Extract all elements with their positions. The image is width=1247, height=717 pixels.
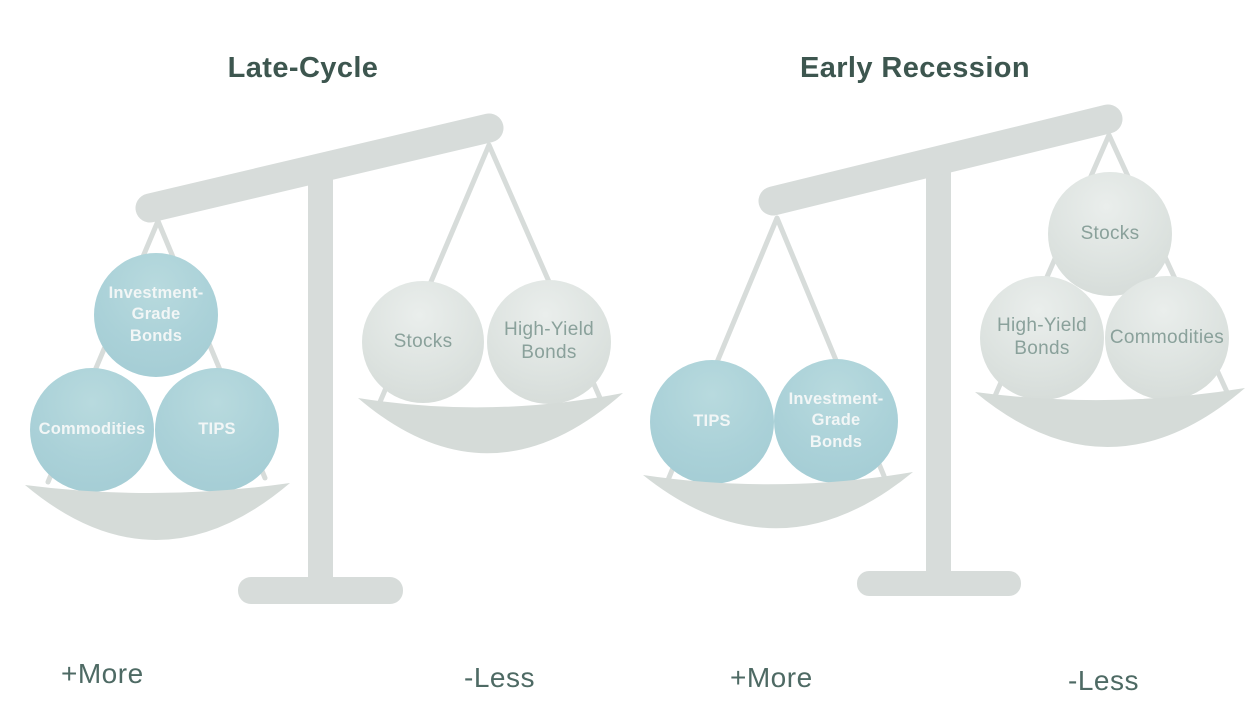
ball-label: High-Yield Bonds (997, 315, 1087, 359)
scale-beam (135, 113, 504, 223)
ball-commodities: Commodities (1105, 276, 1229, 400)
ball-tips: TIPS (650, 360, 774, 484)
scale-base (857, 571, 1021, 596)
early-recession-more-label: +More (730, 662, 813, 693)
scale-base (238, 577, 403, 604)
late-cycle-more-label: +More (61, 658, 144, 689)
late-cycle-less-label: -Less (464, 662, 535, 693)
ball-high-yield-bonds: High-Yield Bonds (980, 276, 1104, 400)
ball-tips: TIPS (155, 368, 279, 492)
ball-label: Investment- Grade Bonds (788, 389, 884, 451)
late-cycle-title: Late-Cycle (227, 52, 379, 84)
ball-label: Commodities (38, 420, 146, 439)
ball-label: Commodities (1109, 326, 1225, 348)
scale-post (308, 160, 333, 582)
ball-label: Stocks (393, 330, 453, 352)
early-recession-less-label: -Less (1068, 665, 1139, 696)
ball-commodities: Commodities (30, 368, 154, 492)
ball-label: Investment- Grade Bonds (108, 283, 204, 345)
early-recession-title: Early Recession (799, 52, 1031, 84)
scale-post (926, 152, 951, 575)
ball-label: TIPS (198, 420, 236, 439)
scale-beam (758, 104, 1123, 216)
ball-stocks: Stocks (362, 281, 484, 403)
ball-investment-grade-bonds: Investment- Grade Bonds (774, 359, 898, 483)
ball-high-yield-bonds: High-Yield Bonds (487, 280, 611, 404)
ball-investment-grade-bonds: Investment- Grade Bonds (94, 253, 218, 377)
ball-label: TIPS (693, 412, 731, 431)
ball-label: High-Yield Bonds (504, 319, 594, 363)
ball-label: Stocks (1080, 222, 1140, 244)
ball-stocks: Stocks (1048, 172, 1172, 296)
